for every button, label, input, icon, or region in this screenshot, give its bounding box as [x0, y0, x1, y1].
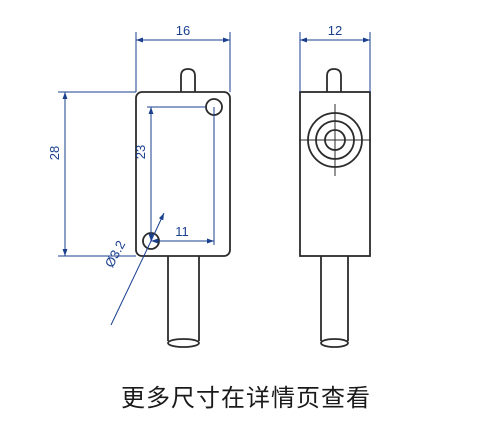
front-view	[135, 68, 231, 348]
front-body	[135, 91, 231, 257]
side-cable	[320, 256, 349, 341]
dim-label-width-16: 16	[176, 23, 190, 38]
front-cable-end	[167, 338, 200, 348]
side-centerlines	[299, 104, 371, 176]
dim-label-hole-11: 11	[175, 224, 189, 239]
dim-label-width-12: 12	[328, 23, 342, 38]
dim-label-diameter: Ø3.2	[102, 238, 128, 270]
caption-more-details: 更多尺寸在详情页查看	[121, 384, 371, 412]
front-dimensions	[58, 32, 231, 326]
dim-leader-diameter	[110, 240, 152, 326]
side-top-pin	[326, 68, 342, 92]
dim-label-height-28: 28	[47, 146, 62, 160]
side-body	[299, 91, 371, 257]
front-top-pin	[180, 68, 196, 92]
front-cable	[167, 256, 200, 341]
dim-label-hole-23: 23	[133, 145, 148, 159]
side-dimensions	[299, 32, 371, 92]
side-cable-end	[320, 338, 349, 348]
